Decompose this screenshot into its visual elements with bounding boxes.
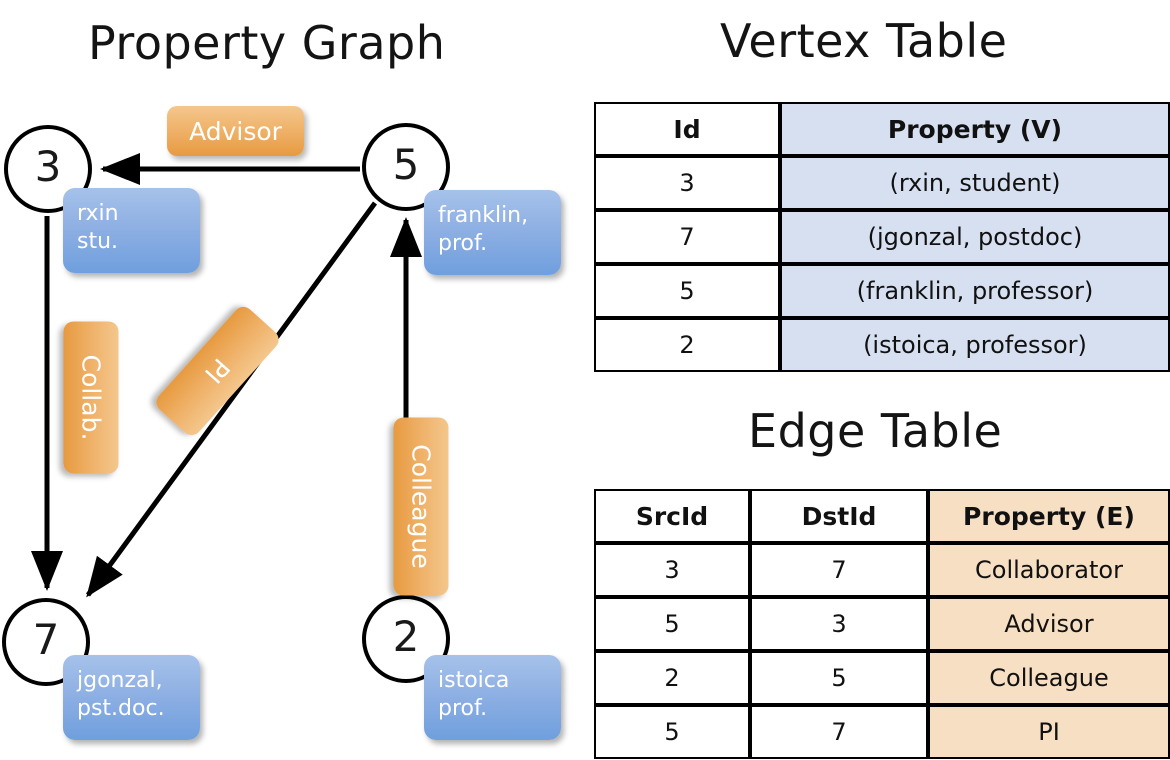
vertex-property-box-3: rxin stu. bbox=[63, 188, 200, 273]
edge-table-cell-srcid: 5 bbox=[594, 597, 750, 651]
vertex-property-box-7-line2: pst.doc. bbox=[77, 696, 165, 722]
edge-table-header-row: SrcId DstId Property (E) bbox=[594, 489, 1170, 543]
edge-label-advisor: Advisor bbox=[167, 106, 304, 156]
edge-table-cell-dstid: 7 bbox=[750, 705, 928, 759]
page-title-edge-table: Edge Table bbox=[748, 404, 1003, 458]
edge-label-colleague-text: Colleague bbox=[406, 444, 436, 569]
page-title-vertex-table: Vertex Table bbox=[720, 14, 1008, 68]
graph-node-5: 5 bbox=[362, 123, 450, 211]
graph-node-3: 3 bbox=[4, 125, 92, 213]
edge-arrow-pi bbox=[85, 201, 378, 598]
edge-table-cell-property: PI bbox=[928, 705, 1170, 759]
table-row: 7 (jgonzal, postdoc) bbox=[594, 210, 1170, 264]
vertex-table-header-property: Property (V) bbox=[780, 102, 1170, 156]
table-row: 5 3 Advisor bbox=[594, 597, 1170, 651]
edge-table-header-property: Property (E) bbox=[928, 489, 1170, 543]
page-title-property-graph: Property Graph bbox=[88, 16, 446, 70]
graph-node-7-label: 7 bbox=[32, 615, 60, 664]
table-row: 3 7 Collaborator bbox=[594, 543, 1170, 597]
edge-table-cell-srcid: 5 bbox=[594, 705, 750, 759]
table-row: 3 (rxin, student) bbox=[594, 156, 1170, 210]
vertex-property-box-2: istoica prof. bbox=[424, 655, 561, 740]
graph-node-5-label: 5 bbox=[392, 140, 420, 189]
vertex-table-cell-id: 2 bbox=[594, 318, 780, 372]
vertex-table-header-row: Id Property (V) bbox=[594, 102, 1170, 156]
table-row: 2 (istoica, professor) bbox=[594, 318, 1170, 372]
table-row: 5 (franklin, professor) bbox=[594, 264, 1170, 318]
vertex-table: Id Property (V) 3 (rxin, student) 7 (jgo… bbox=[594, 102, 1170, 372]
vertex-property-box-3-line1: rxin bbox=[77, 201, 119, 226]
vertex-property-box-3-line2: stu. bbox=[77, 229, 119, 255]
vertex-table-cell-property: (istoica, professor) bbox=[780, 318, 1170, 372]
edge-label-colleague: Colleague bbox=[393, 417, 449, 596]
property-graph-diagram: Advisor Collab. PI Colleague rxin stu. f… bbox=[0, 90, 580, 760]
edge-label-collab: Collab. bbox=[63, 321, 119, 474]
edge-label-pi-text: PI bbox=[199, 352, 236, 390]
vertex-table-cell-id: 7 bbox=[594, 210, 780, 264]
vertex-table-cell-id: 3 bbox=[594, 156, 780, 210]
edge-table: SrcId DstId Property (E) 3 7 Collaborato… bbox=[594, 489, 1170, 759]
edge-table-cell-dstid: 3 bbox=[750, 597, 928, 651]
edge-table-cell-property: Collaborator bbox=[928, 543, 1170, 597]
edge-table-header-dstid: DstId bbox=[750, 489, 928, 543]
vertex-property-box-2-line1: istoica bbox=[438, 668, 510, 693]
edge-table-cell-dstid: 5 bbox=[750, 651, 928, 705]
vertex-table-header-id: Id bbox=[594, 102, 780, 156]
vertex-property-box-2-line2: prof. bbox=[438, 696, 488, 722]
vertex-table-cell-property: (rxin, student) bbox=[780, 156, 1170, 210]
edge-table-cell-property: Advisor bbox=[928, 597, 1170, 651]
vertex-property-box-5-line1: franklin, bbox=[438, 203, 529, 228]
vertex-table-cell-id: 5 bbox=[594, 264, 780, 318]
edge-table-cell-srcid: 3 bbox=[594, 543, 750, 597]
vertex-property-box-7-line1: jgonzal, bbox=[77, 668, 163, 693]
vertex-table-cell-property: (franklin, professor) bbox=[780, 264, 1170, 318]
table-row: 5 7 PI bbox=[594, 705, 1170, 759]
edge-label-collab-text: Collab. bbox=[76, 354, 106, 441]
vertex-property-box-5-line2: prof. bbox=[438, 231, 488, 257]
vertex-property-box-5: franklin, prof. bbox=[424, 190, 561, 275]
edge-table-cell-property: Colleague bbox=[928, 651, 1170, 705]
graph-node-3-label: 3 bbox=[34, 142, 62, 191]
graph-node-2-label: 2 bbox=[392, 612, 420, 661]
edge-table-cell-srcid: 2 bbox=[594, 651, 750, 705]
edge-table-header-srcid: SrcId bbox=[594, 489, 750, 543]
vertex-table-cell-property: (jgonzal, postdoc) bbox=[780, 210, 1170, 264]
table-row: 2 5 Colleague bbox=[594, 651, 1170, 705]
edge-label-advisor-text: Advisor bbox=[189, 116, 282, 146]
edge-table-cell-dstid: 7 bbox=[750, 543, 928, 597]
vertex-property-box-7: jgonzal, pst.doc. bbox=[63, 655, 200, 740]
